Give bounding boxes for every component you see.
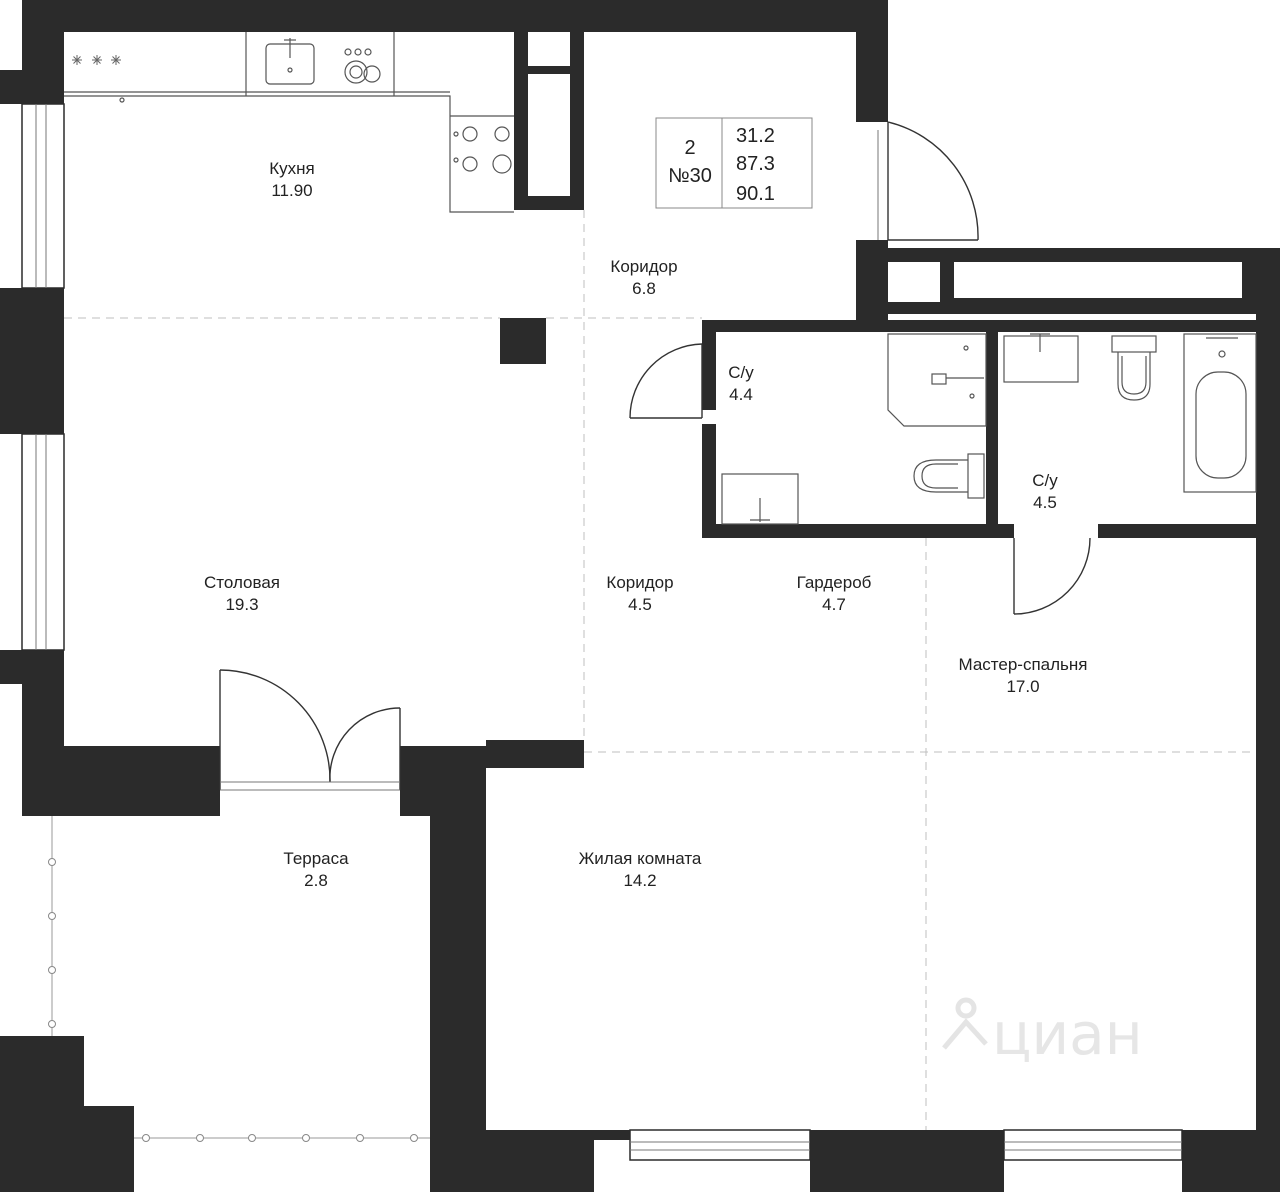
toilet-1-icon xyxy=(913,453,985,499)
sink-2-icon xyxy=(1003,333,1079,383)
dining-name: Столовая xyxy=(204,573,280,592)
room-labels: Кухня 11.90 Коридор 6.8 С/у 4.4 С/у 4.5 … xyxy=(204,159,1088,890)
kitchen-name: Кухня xyxy=(269,159,315,178)
watermark-text: циан xyxy=(992,1000,1143,1068)
area-without-terrace: 87.3 xyxy=(736,153,775,175)
entrance-door xyxy=(877,121,979,241)
terrace-area: 2.8 xyxy=(304,871,328,890)
living-room-name: Жилая комната xyxy=(579,849,702,868)
bathroom-1-area: 4.4 xyxy=(729,385,753,404)
corridor-mid-name: Коридор xyxy=(606,573,673,592)
apartment-info-box: 2 №30 31.2 87.3 90.1 xyxy=(655,117,813,209)
corridor-top-name: Коридор xyxy=(610,257,677,276)
sink-1-icon xyxy=(721,473,799,525)
bathroom-1-door xyxy=(629,343,703,419)
terrace-railing xyxy=(48,816,430,1142)
total-area: 90.1 xyxy=(736,183,775,205)
dining-area: 19.3 xyxy=(225,595,258,614)
zone-dividers xyxy=(64,210,1256,1130)
watermark-logo-icon xyxy=(942,997,988,1050)
corridor-mid-area: 4.5 xyxy=(628,595,652,614)
dishwasher-icon xyxy=(344,48,381,84)
watermark: циан xyxy=(942,997,1143,1068)
wardrobe-name: Гардероб xyxy=(797,573,872,592)
kitchen-area: 11.90 xyxy=(271,181,312,200)
toilet-2-icon xyxy=(1111,335,1157,401)
cooktop-icon xyxy=(453,126,512,174)
terrace-name: Терраса xyxy=(283,849,349,868)
bathroom-2-area: 4.5 xyxy=(1033,493,1057,512)
terrace-doors xyxy=(219,669,401,791)
master-bedroom-area: 17.0 xyxy=(1006,677,1039,696)
corridor-top-area: 6.8 xyxy=(632,279,656,298)
kitchen-sink-icon xyxy=(265,38,315,85)
bathroom-2-door xyxy=(1013,537,1091,615)
bathroom-2-name: С/у xyxy=(1032,471,1058,490)
hood-icon xyxy=(72,55,121,65)
windows xyxy=(21,103,1183,1161)
kitchen-counter xyxy=(64,32,514,213)
bathtub-icon xyxy=(1183,333,1257,493)
apartment-number: №30 xyxy=(668,165,712,187)
master-bedroom-name: Мастер-спальня xyxy=(958,655,1087,674)
bathroom-1-name: С/у xyxy=(728,363,754,382)
living-area: 31.2 xyxy=(736,125,775,147)
shower-icon xyxy=(887,333,987,427)
wardrobe-area: 4.7 xyxy=(822,595,846,614)
living-room-area: 14.2 xyxy=(623,871,656,890)
rooms-count: 2 xyxy=(684,137,695,159)
